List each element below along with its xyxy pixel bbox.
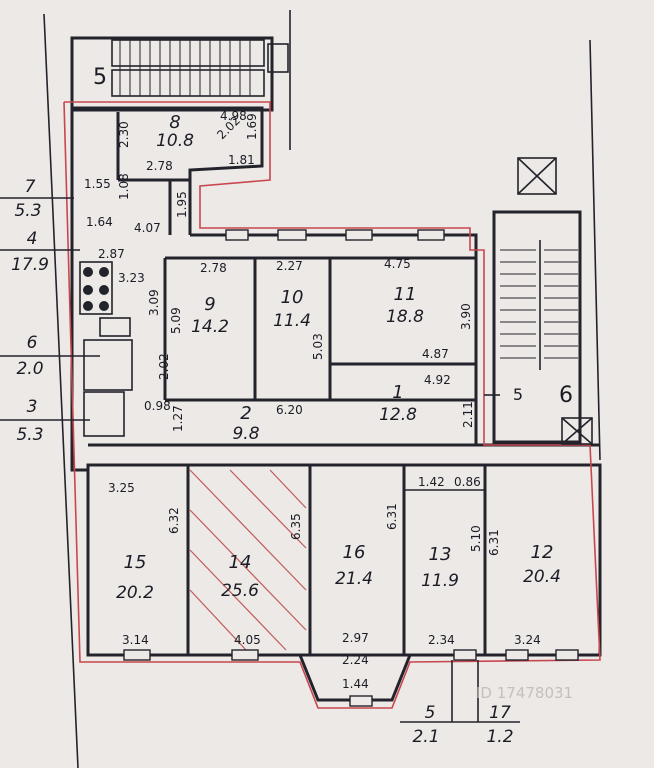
dim-label: 2.78 (200, 261, 227, 275)
callout-17-number: 17 (489, 703, 511, 723)
outer-boundary (43, 10, 601, 768)
dim-label: 5.10 (469, 525, 483, 552)
dim-label: 3.09 (147, 289, 161, 316)
dim-label: 6.31 (385, 503, 399, 530)
room-2-area: 9.8 (232, 424, 259, 444)
room-13-area: 11.9 (421, 571, 459, 591)
room-14-number: 14 (229, 552, 252, 573)
room-11-area: 18.8 (386, 307, 424, 327)
dim-label: 2.24 (342, 653, 369, 667)
room-13-number: 13 (429, 544, 452, 565)
callout-5-number: 5 (425, 703, 436, 723)
room-9-area: 14.2 (191, 317, 229, 337)
room-10-area: 11.4 (273, 311, 311, 331)
callout-17-area: 1.2 (486, 727, 513, 747)
dim-label: 2.34 (428, 633, 455, 647)
dim-label: 5.03 (311, 333, 325, 360)
dim-label: 2.87 (98, 247, 125, 261)
callout-6-area: 2.0 (16, 359, 43, 379)
room-8-area: 10.8 (156, 131, 194, 151)
callout-7-number: 7 (25, 177, 36, 197)
room-10-number: 10 (281, 287, 304, 308)
callout-5-area: 2.1 (412, 727, 439, 747)
dim-label: 2.27 (276, 259, 303, 273)
room-12-number: 12 (531, 542, 554, 563)
callout-3-number: 3 (27, 397, 38, 417)
windows (123, 229, 579, 707)
dim-label: 2.97 (342, 631, 369, 645)
room-12-area: 20.4 (523, 567, 561, 587)
room-2-number: 2 (240, 403, 251, 424)
dim-label: 2.78 (146, 159, 173, 173)
stair-left-block (70, 36, 289, 112)
dim-label: 4.75 (384, 257, 411, 271)
room-16-number: 16 (343, 542, 366, 563)
room-8-number: 8 (169, 112, 180, 133)
room-15-number: 15 (124, 552, 147, 573)
dim-label: 3.25 (108, 481, 135, 495)
callout-leaders (0, 197, 520, 723)
dim-label: 1.44 (342, 677, 369, 691)
dim-label: 2.11 (461, 401, 475, 428)
dimension-labels: 4.98 2.30 1.69 2.78 1.81 1.55 1.08 1.64 … (84, 109, 541, 691)
dim-label: 6.35 (289, 513, 303, 540)
room-1-area: 12.8 (379, 405, 417, 425)
dim-label: 0.98 (144, 399, 171, 413)
red-boundary (63, 101, 601, 709)
dim-label: 4.07 (134, 221, 161, 235)
room-labels: 8 10.8 9 14.2 10 11.4 11 18.8 1 12.8 2 9… (116, 112, 561, 603)
dim-label: 3.23 (118, 271, 145, 285)
stair-labels: 5 5 6 (93, 65, 573, 408)
dim-label: 1.55 (84, 177, 111, 191)
dim-label: 1.81 (228, 153, 255, 167)
callout-4-number: 4 (27, 229, 38, 249)
dim-label: 4.87 (422, 347, 449, 361)
room-1-number: 1 (392, 382, 403, 403)
dim-label: 4.98 (220, 109, 247, 123)
dim-label: 1.64 (86, 215, 113, 229)
dim-label: 6.32 (167, 507, 181, 534)
room-15-area: 20.2 (116, 583, 154, 603)
dim-label: 5.09 (169, 307, 183, 334)
dim-label: 1.42 (418, 475, 445, 489)
callout-3-area: 5.3 (16, 425, 43, 445)
dim-label: 1.08 (117, 173, 131, 200)
dim-label: 0.86 (454, 475, 481, 489)
callout-4-area: 17.9 (11, 255, 49, 275)
dim-label: 3.24 (514, 633, 541, 647)
stair-right-small-label: 5 (513, 385, 523, 404)
dim-label: 4.05 (234, 633, 261, 647)
dim-label: 2.30 (117, 121, 131, 148)
dim-label: 6.31 (487, 529, 501, 556)
stair-right-big-label: 6 (559, 383, 573, 408)
room-16-area: 21.4 (335, 569, 373, 589)
stair-left-label: 5 (93, 65, 107, 90)
dim-label: 2.02 (157, 353, 171, 380)
dim-label: 1.95 (175, 191, 189, 218)
dim-label: 3.14 (122, 633, 149, 647)
side-callouts: 7 5.3 4 17.9 6 2.0 3 5.3 5 2.1 17 1.2 (11, 177, 513, 747)
callout-6-number: 6 (27, 333, 38, 353)
dim-label: 4.92 (424, 373, 451, 387)
dim-label: 1.27 (171, 405, 185, 432)
watermark-text: ID 17478031 (476, 684, 573, 702)
dim-label: 1.69 (245, 113, 259, 140)
stair-right-block (492, 157, 593, 445)
room-9-number: 9 (204, 294, 215, 315)
callout-7-area: 5.3 (14, 201, 41, 221)
room-11-number: 11 (394, 284, 417, 305)
kitchen-stove (79, 261, 113, 315)
dim-label: 6.20 (276, 403, 303, 417)
room-14-area: 25.6 (221, 581, 259, 601)
room-14-hatch (189, 469, 307, 651)
dim-label: 3.90 (459, 303, 473, 330)
